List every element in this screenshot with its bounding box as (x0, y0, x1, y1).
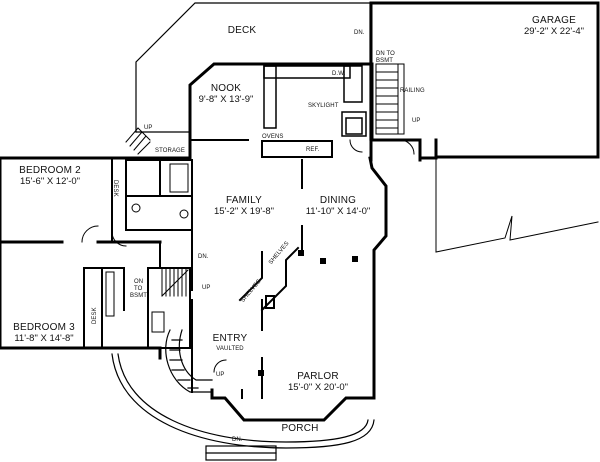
on-to-bsmt-note-1: ON (134, 279, 144, 285)
dn-to-bsmt-note-1: DN TO (376, 51, 395, 57)
deck-dn-note: DN. (354, 30, 365, 36)
refrigerator-note: REF. (306, 147, 320, 153)
nook-label: NOOK (210, 83, 242, 94)
ovens-note: OVENS (262, 134, 284, 140)
on-to-bsmt-note-3: BSMT (130, 293, 148, 299)
bedroom2-label: BEDROOM 2 (19, 165, 81, 176)
hall-dn-note: DN. (198, 254, 209, 260)
entry-vaulted: VAULTED (216, 346, 244, 352)
entry-up-note: UP (216, 372, 225, 378)
porch-label: PORCH (281, 423, 319, 434)
parlor-label: PARLOR (297, 371, 339, 382)
on-to-bsmt-note-2: TO (134, 286, 143, 292)
nook-size: 9'-8" X 13'-9" (198, 94, 254, 105)
kitchen-counters (263, 65, 367, 137)
storage-up-note: UP (144, 125, 153, 131)
bedroom2-size: 15'-6" X 12'-0" (19, 176, 81, 187)
dn-to-bsmt-note-2: BSMT (376, 58, 394, 64)
fixtures (105, 163, 189, 333)
garage-slab (435, 156, 599, 253)
hall-stairs (161, 267, 189, 297)
door-swings (81, 139, 415, 373)
spiral-stair (165, 329, 213, 393)
deck-label: DECK (227, 25, 257, 36)
dishwasher-note: D.W. (332, 71, 346, 77)
garage-walls (369, 1, 600, 159)
bedroom3-desk-note: DESK (92, 307, 98, 324)
bedroom3-label: BEDROOM 3 (13, 322, 75, 333)
porch-dn-note: DN. (232, 437, 243, 443)
main-walls (0, 62, 438, 422)
skylight-note: SKYLIGHT (308, 103, 339, 109)
right-up-note: UP (412, 118, 421, 124)
family-size: 15'-2" X 19'-8" (213, 206, 275, 217)
storage-stairs (125, 127, 151, 155)
columns (258, 250, 358, 376)
garage-size: 29'-2" X 22'-4" (523, 26, 585, 37)
garage-label: GARAGE (532, 15, 576, 26)
bedroom3-size: 11'-8" X 14'-8" (14, 333, 74, 344)
parlor-size: 15'-0" X 20'-0" (287, 382, 349, 393)
porch (111, 353, 375, 461)
dining-label: DINING (319, 195, 357, 206)
storage-note: STORAGE (155, 148, 185, 154)
hall-up-note: UP (202, 285, 211, 291)
railing-note: RAILING (400, 88, 425, 94)
interior-walls (83, 139, 333, 399)
family-label: FAMILY (225, 195, 263, 206)
bedroom2-desk-note: DESK (112, 180, 118, 197)
entry-label: ENTRY (212, 333, 248, 344)
right-stairs (375, 63, 405, 135)
dining-size: 11'-10" X 14'-0" (305, 206, 371, 217)
